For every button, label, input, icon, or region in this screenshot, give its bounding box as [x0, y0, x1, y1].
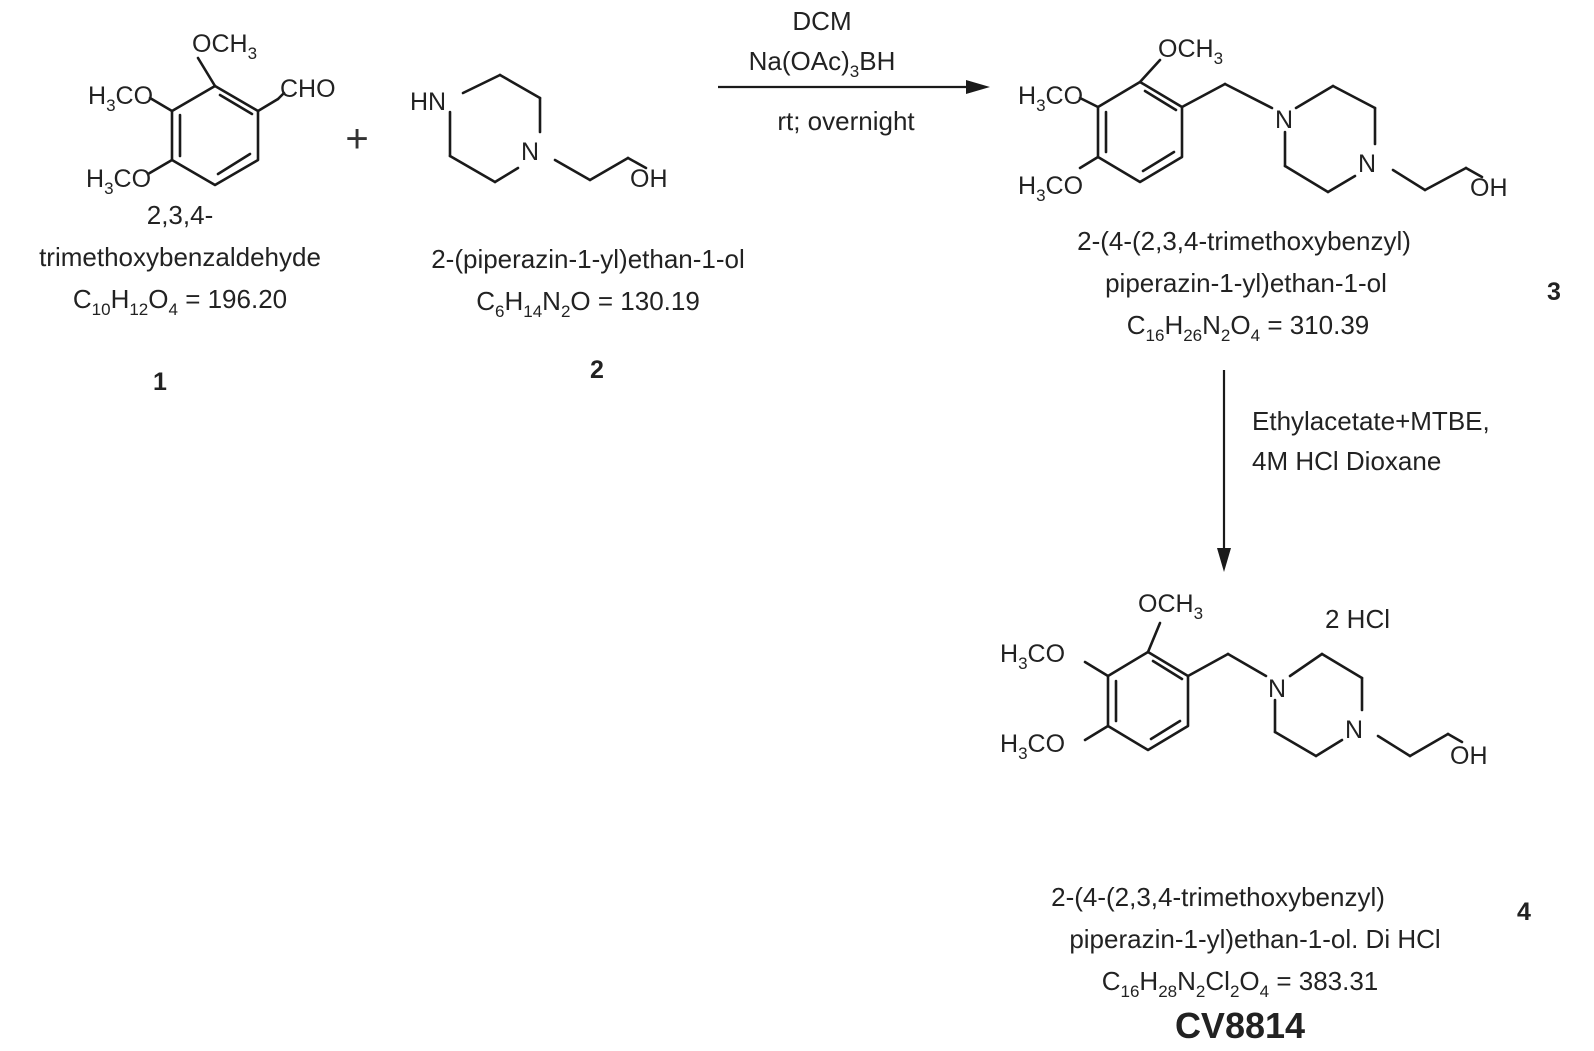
- svg-text:H3CO: H3CO: [1018, 82, 1083, 115]
- h3co-label: H: [86, 165, 104, 193]
- h3co-label: CO: [1028, 640, 1066, 668]
- h3co-label: H: [1000, 730, 1018, 758]
- svg-text:OCH3: OCH3: [192, 30, 257, 63]
- h3co-label: CO: [1046, 172, 1084, 200]
- compound-4-name-line2: piperazin-1-yl)ethan-1-ol. Di HCl: [1069, 924, 1440, 954]
- compound-3-name-line1: 2-(4-(2,3,4-trimethoxybenzyl): [1077, 226, 1411, 256]
- oh-label: OH: [630, 165, 668, 193]
- compound-4-structure: OCH3 H3CO H3CO N N OH: [1000, 590, 1488, 770]
- compound-4-formula: C16H28N2Cl2O4 = 383.31: [1102, 966, 1379, 1001]
- h3co-label: CO: [1028, 730, 1066, 758]
- subscript: 3: [248, 44, 257, 63]
- och3-label: OCH: [1158, 35, 1214, 63]
- reaction-conditions: rt; overnight: [777, 106, 915, 136]
- compound-2-number: 2: [590, 356, 604, 384]
- salt-label: 2 HCl: [1325, 604, 1390, 634]
- svg-text:H3CO: H3CO: [1000, 730, 1065, 763]
- subscript: 3: [1194, 604, 1203, 623]
- compound-4-name-line1: 2-(4-(2,3,4-trimethoxybenzyl): [1051, 882, 1385, 912]
- subscript: 3: [1214, 49, 1223, 68]
- reaction-arrow-step1: [718, 80, 990, 94]
- oh-label: OH: [1450, 742, 1488, 770]
- n-label: N: [521, 138, 539, 166]
- h3co-label: H: [88, 82, 106, 110]
- compound-3-structure: OCH3 H3CO H3CO N N OH: [1018, 35, 1508, 205]
- compound-2-formula: C6H14N2O = 130.19: [476, 286, 700, 321]
- svg-text:H3CO: H3CO: [88, 82, 153, 115]
- h3co-label: CO: [116, 82, 154, 110]
- compound-1-name-line1: 2,3,4-: [147, 200, 214, 230]
- hn-label: HN: [410, 88, 446, 116]
- subscript: 3: [104, 179, 113, 198]
- och3-label: OCH: [1138, 590, 1194, 618]
- compound-code: CV8814: [1175, 1005, 1305, 1046]
- n-label: N: [1275, 106, 1293, 134]
- h3co-label: H: [1018, 82, 1036, 110]
- oh-label: OH: [1470, 174, 1508, 202]
- svg-text:H3CO: H3CO: [1018, 172, 1083, 205]
- reagent-dcm: DCM: [792, 6, 851, 36]
- svg-text:H3CO: H3CO: [86, 165, 151, 198]
- compound-3-formula: C16H26N2O4 = 310.39: [1127, 310, 1370, 345]
- reagent-stab: Na(OAc)3BH: [749, 46, 896, 81]
- h3co-label: CO: [1046, 82, 1084, 110]
- svg-text:OCH3: OCH3: [1158, 35, 1223, 68]
- compound-4-number: 4: [1517, 898, 1531, 926]
- compound-1-formula: C10H12O4 = 196.20: [73, 284, 287, 319]
- och3-label: OCH: [192, 30, 248, 58]
- compound-3-name-line2: piperazin-1-yl)ethan-1-ol: [1105, 268, 1387, 298]
- compound-1-name-line2: trimethoxybenzaldehyde: [39, 242, 321, 272]
- compound-1-number: 1: [153, 368, 167, 396]
- subscript: 3: [1018, 744, 1027, 763]
- n-label: N: [1268, 675, 1286, 703]
- n-label: N: [1358, 150, 1376, 178]
- compound-2-structure: HN N OH: [410, 75, 668, 193]
- reagent-step2-line1: Ethylacetate+MTBE,: [1252, 406, 1490, 436]
- compound-2-name: 2-(piperazin-1-yl)ethan-1-ol: [431, 244, 745, 274]
- subscript: 3: [1036, 186, 1045, 205]
- h3co-label: H: [1018, 172, 1036, 200]
- h3co-label: CO: [114, 165, 152, 193]
- plus-sign: +: [345, 117, 368, 161]
- subscript: 3: [1018, 654, 1027, 673]
- compound-1-structure: OCH3 H3CO H3CO CHO: [86, 30, 336, 198]
- svg-text:OCH3: OCH3: [1138, 590, 1203, 623]
- svg-text:H3CO: H3CO: [1000, 640, 1065, 673]
- subscript: 3: [1036, 96, 1045, 115]
- h3co-label: H: [1000, 640, 1018, 668]
- reaction-arrow-step2: [1217, 370, 1231, 572]
- cho-label: CHO: [280, 75, 336, 103]
- subscript: 3: [106, 96, 115, 115]
- reagent-step2-line2: 4M HCl Dioxane: [1252, 446, 1441, 476]
- compound-3-number: 3: [1547, 278, 1561, 306]
- n-label: N: [1345, 716, 1363, 744]
